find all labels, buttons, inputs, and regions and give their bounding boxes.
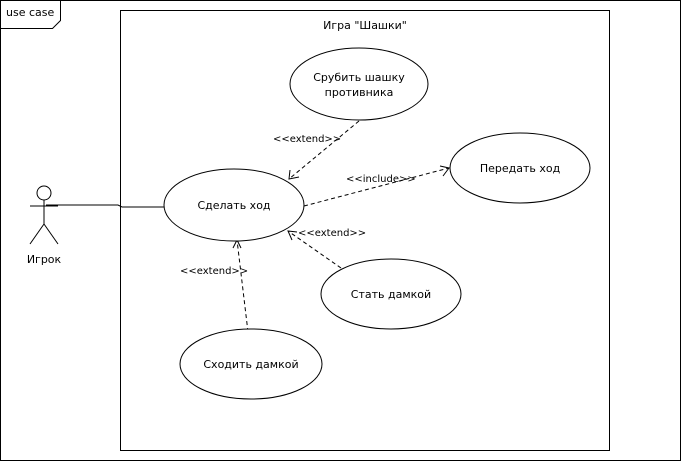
capture-extend-arrowhead (288, 169, 300, 180)
move-king-extend-label: <<extend>> (180, 266, 248, 277)
move-king-extend-line (236, 239, 249, 333)
usecase-pass-turn-label: Передать ход (480, 162, 561, 175)
capture-extend-label: <<extend>> (273, 134, 341, 145)
pass-include-label: <<include>> (346, 174, 416, 185)
king-extend-label: <<extend>> (298, 228, 366, 239)
frame-tag-border (0, 0, 61, 29)
usecase-make-move (163, 168, 305, 242)
usecase-become-king-label: Стать дамкой (351, 288, 431, 301)
frame-tag-label: use case (6, 6, 54, 19)
pass-include-arrowhead (439, 165, 450, 177)
actor-name: Игрок (27, 253, 62, 266)
usecase-capture-label-line1: Срубить шашку (313, 71, 405, 84)
actor-player (29, 185, 59, 245)
system-boundary (120, 10, 610, 451)
actor-head (36, 185, 52, 201)
capture-extend-line (288, 120, 360, 180)
king-extend-line (287, 230, 342, 269)
association-line (46, 204, 165, 208)
usecase-make-move-label: Сделать ход (197, 199, 270, 212)
usecase-pass-turn (449, 132, 591, 204)
system-title: Игра "Шашки" (323, 19, 407, 32)
king-extend-arrowhead (287, 230, 298, 241)
actor-right-leg (43, 223, 59, 245)
usecase-become-king (320, 258, 462, 330)
usecase-move-king-label: Сходить дамкой (203, 358, 298, 371)
usecase-capture (289, 47, 429, 121)
usecase-capture-label-line2: противника (325, 86, 394, 99)
pass-include-line (303, 167, 450, 207)
actor-left-leg (29, 223, 45, 245)
usecase-move-king (179, 328, 323, 400)
